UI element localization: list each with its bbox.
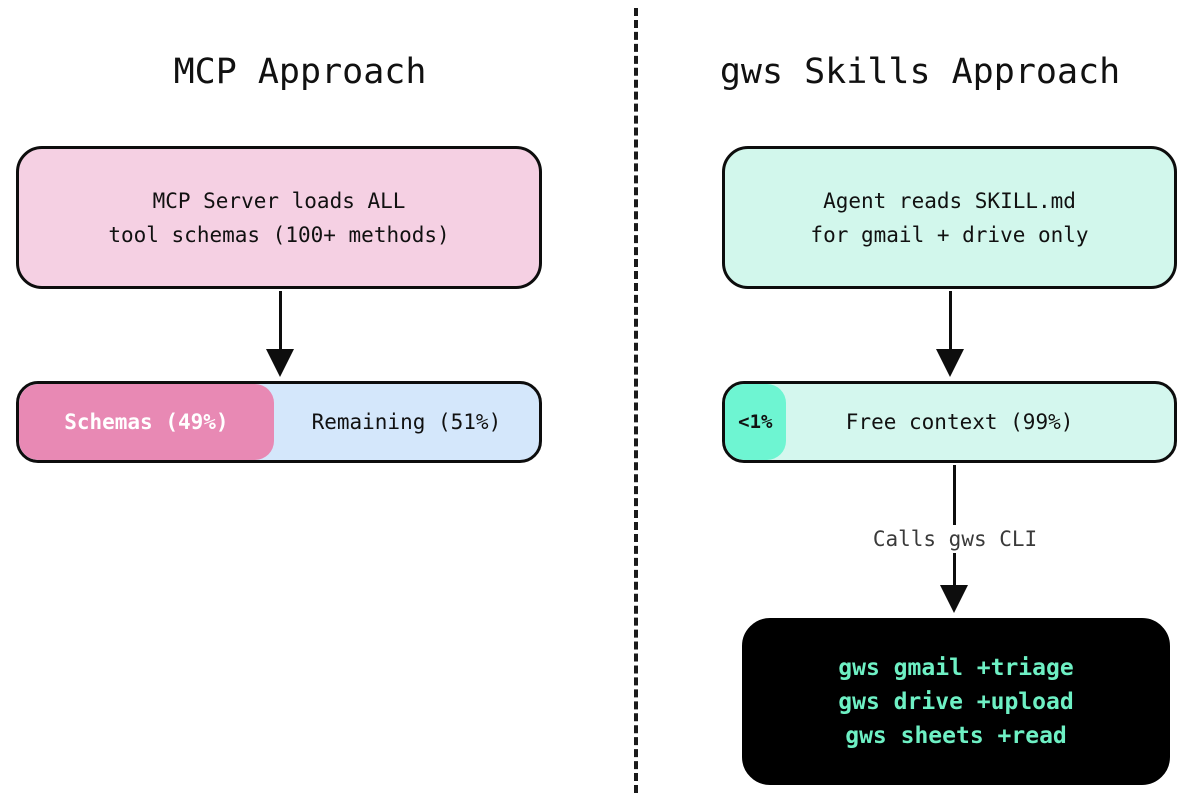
arrow-shaft xyxy=(279,291,282,353)
left-column-title: MCP Approach xyxy=(173,52,427,92)
gws-cli-terminal-box: gws gmail +triage gws drive +upload gws … xyxy=(742,618,1170,785)
arrow-head-icon xyxy=(266,349,294,377)
mcp-server-box-line-1: MCP Server loads ALL xyxy=(152,188,406,213)
terminal-command-line-2: gws drive +upload xyxy=(838,688,1074,715)
gws-bar-used-label: <1% xyxy=(738,411,773,433)
gws-bar-free-label: Free context (99%) xyxy=(845,410,1074,434)
column-divider xyxy=(634,8,638,793)
mcp-server-box: MCP Server loads ALL tool schemas (100+ … xyxy=(16,146,542,289)
mcp-bar-segment-remaining: Remaining (51%) xyxy=(274,384,539,460)
arrow-head-icon xyxy=(940,585,968,613)
mcp-bar-remaining-label: Remaining (51%) xyxy=(311,410,502,434)
right-column-title: gws Skills Approach xyxy=(719,52,1121,92)
gws-agent-box-line-1: Agent reads SKILL.md xyxy=(823,188,1076,213)
mcp-context-bar: Schemas (49%) Remaining (51%) xyxy=(16,381,542,463)
mcp-bar-segment-schemas: Schemas (49%) xyxy=(19,384,274,460)
arrow-head-icon xyxy=(936,349,964,377)
arrow-shaft xyxy=(949,291,952,353)
gws-bar-segment-free: Free context (99%) xyxy=(765,384,1153,460)
gws-bar-segment-used: <1% xyxy=(725,384,786,460)
gws-agent-box: Agent reads SKILL.md for gmail + drive o… xyxy=(722,146,1177,289)
calls-gws-cli-label: Calls gws CLI xyxy=(800,525,1110,553)
mcp-server-box-line-2: tool schemas (100+ methods) xyxy=(108,222,450,247)
terminal-command-line-1: gws gmail +triage xyxy=(838,654,1074,681)
mcp-bar-schemas-label: Schemas (49%) xyxy=(64,410,229,434)
gws-agent-box-line-2: for gmail + drive only xyxy=(810,222,1089,247)
gws-context-bar: <1% Free context (99%) xyxy=(722,381,1177,463)
terminal-command-line-3: gws sheets +read xyxy=(845,722,1067,749)
